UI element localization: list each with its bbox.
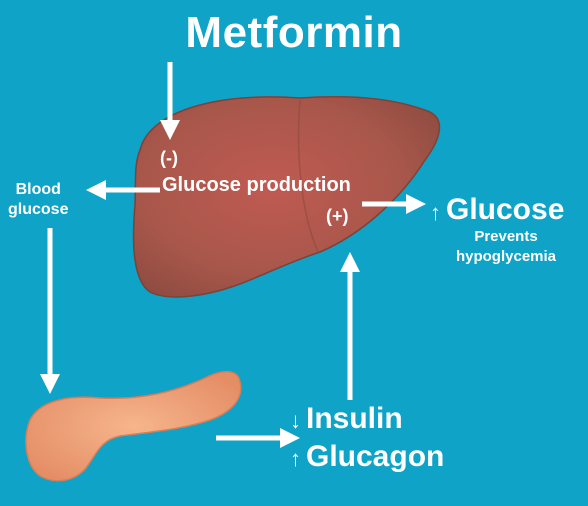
- glucose-output-label: Glucose: [446, 193, 565, 226]
- glucagon-up-arrow-icon: ↑: [290, 446, 301, 471]
- glucose-production-label: Glucose production: [162, 174, 351, 196]
- prevents-hypoglycemia-note: Prevents hypoglycemia: [436, 227, 576, 267]
- insulin-down-arrow-icon: ↓: [290, 408, 301, 433]
- insulin-label: Insulin: [306, 402, 403, 435]
- blood-glucose-line1: Blood: [15, 181, 61, 198]
- liver-illustration: [132, 96, 441, 298]
- stimulate-sign: (+): [326, 206, 349, 226]
- note-line2: hypoglycemia: [455, 248, 557, 265]
- blood-glucose-label: Blood glucose: [8, 180, 68, 220]
- blood-glucose-line2: glucose: [8, 201, 69, 218]
- pancreas-illustration: [25, 370, 242, 482]
- diagram-title: Metformin: [185, 8, 403, 57]
- glucagon-label: Glucagon: [306, 440, 445, 473]
- note-line1: Prevents: [474, 228, 538, 245]
- glucose-up-arrow-icon: ↑: [430, 200, 441, 225]
- inhibit-sign: (-): [160, 148, 178, 168]
